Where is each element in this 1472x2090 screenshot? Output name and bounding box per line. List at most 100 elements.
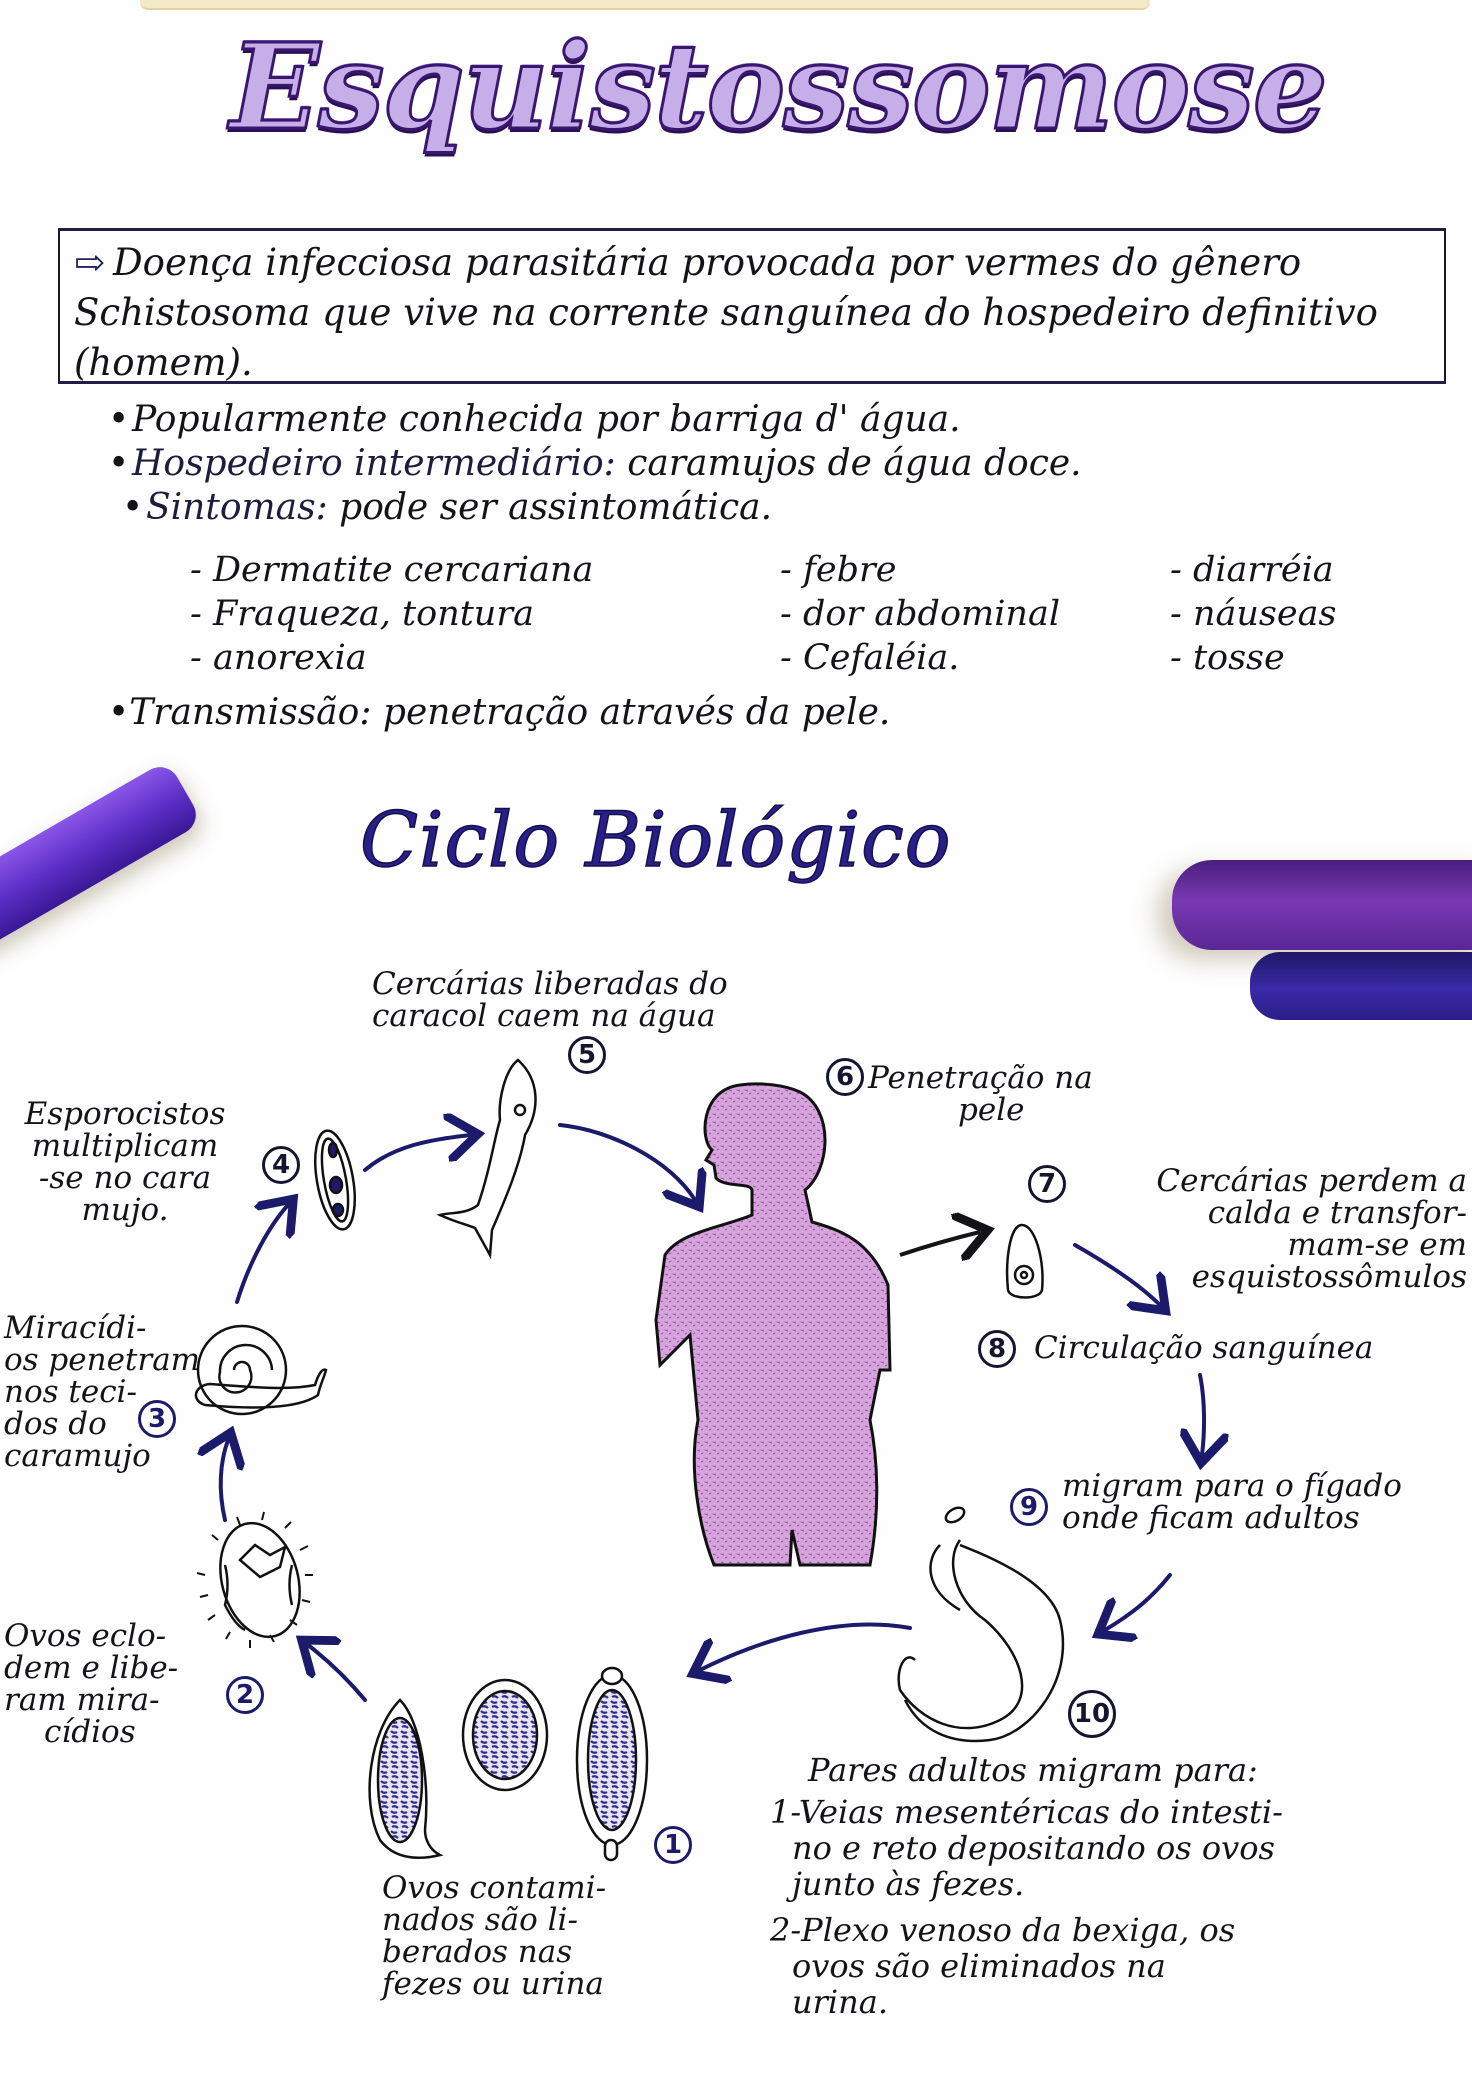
step-6-label: Penetração na pele: [868, 1062, 1093, 1126]
adult-worms-drawing: [897, 1506, 1065, 1743]
miracidium-cilia: [196, 1511, 313, 1648]
human-body-drawing: [654, 1082, 892, 1567]
fact-popular: •Popularmente conhecida por barriga d' á…: [108, 399, 961, 440]
label-line: pele: [958, 1092, 1025, 1128]
step-6-badge: 6: [826, 1058, 864, 1096]
label-line: fezes ou urina: [382, 1966, 604, 2002]
page-title: Esquistossomose: [229, 17, 1330, 156]
arrow-2-to-3: [221, 1440, 228, 1522]
step-1-label: Ovos contami- nados são li- berados nas …: [382, 1872, 606, 2000]
symptom: - anorexia: [190, 638, 367, 678]
miracidium-drawing: [219, 1521, 301, 1639]
arrow-right-icon: ⇨: [74, 240, 106, 284]
facts-list: •Popularmente conhecida por barriga d' á…: [108, 398, 1408, 530]
label-line: caramujo: [4, 1438, 151, 1474]
arrow-5-to-6: [558, 1123, 695, 1200]
adults-line: 1-Veias mesentéricas do intesti-: [770, 1793, 1283, 1831]
symptom: - dor abdominal: [780, 594, 1061, 634]
label-line: caracol caem na água: [372, 998, 716, 1034]
adults-note: Pares adultos migram para: 1-Veias mesen…: [770, 1752, 1283, 2020]
label-line: Ovos contami-: [382, 1870, 607, 1906]
symptom: - febre: [780, 550, 897, 590]
label-line: Miracídi-: [4, 1310, 147, 1346]
label-line: dem e libe-: [4, 1650, 179, 1686]
label-line: Penetração na: [868, 1060, 1093, 1096]
symptom: - Dermatite cercariana: [190, 550, 594, 590]
arrow-9-to-10: [1105, 1573, 1172, 1630]
label-line: nos teci-: [4, 1374, 137, 1410]
adults-line: urina.: [792, 1983, 888, 2021]
label-line: os penetram: [4, 1342, 201, 1378]
label-line: esquistossômulos: [1191, 1259, 1467, 1295]
step-2-label: Ovos eclo- dem e libe- ram mira- cídios: [4, 1620, 178, 1748]
adults-heading: Pares adultos migram para:: [808, 1751, 1258, 1789]
label-line: mujo.: [81, 1192, 169, 1228]
symptom: - Cefaléia.: [780, 638, 960, 678]
adults-item-2: 2-Plexo venoso da bexiga, os ovos são el…: [770, 1912, 1283, 2020]
definition-box: ⇨Doença infecciosa parasitária provocada…: [58, 228, 1446, 384]
arrow-6-to-7: [899, 1232, 980, 1255]
transmission-key: Transmissão:: [129, 692, 372, 733]
step-1-badge: 1: [654, 1826, 692, 1864]
step-7-label: Cercárias perdem a calda e transfor- mam…: [1082, 1165, 1467, 1293]
label-line: -se no cara: [38, 1160, 212, 1196]
purple-pen-right: [1172, 860, 1472, 950]
label-line: nados são li-: [382, 1902, 578, 1938]
label-line: multiplicam: [31, 1128, 219, 1164]
step-9-label: migram para o fígado onde ficam adultos: [1062, 1470, 1402, 1534]
label-line: Cercárias liberadas do: [372, 966, 728, 1002]
fact-text: Popularmente conhecida por barriga d' ág…: [132, 399, 961, 440]
snail-drawing: [194, 1324, 328, 1416]
transmission: •Transmissão: penetração através da pele…: [108, 692, 891, 733]
step-8-label: Circulação sanguínea: [1034, 1330, 1374, 1366]
symptoms-grid: - Dermatite cercariana - febre - diarréi…: [190, 548, 1420, 680]
step-10-badge: 10: [1068, 1690, 1116, 1738]
paper-edge: [140, 0, 1150, 10]
label-line: Ovos eclo-: [4, 1618, 167, 1654]
label-line: cídios: [44, 1714, 136, 1750]
blue-pen-right: [1250, 952, 1472, 1020]
definition-text: Doença infecciosa parasitária provocada …: [74, 241, 1378, 384]
step-8-badge: 8: [978, 1330, 1016, 1368]
fact-host: •Hospedeiro intermediário: caramujos de …: [108, 443, 1082, 484]
label-line: berados nas: [382, 1934, 573, 1970]
eggs-drawing: [368, 1666, 649, 1862]
fact-value: pode ser assintomática.: [339, 487, 773, 528]
fact-key: Hospedeiro intermediário:: [132, 443, 616, 484]
step-3-badge: 3: [138, 1400, 176, 1438]
symptom: - tosse: [1170, 638, 1285, 678]
label-line: migram para o fígado: [1062, 1468, 1402, 1504]
symptom: - Fraqueza, tontura: [190, 594, 534, 634]
transmission-value: penetração através da pele.: [382, 692, 891, 733]
step-3-label: Miracídi- os penetram nos teci- dos do c…: [4, 1312, 200, 1472]
label-line: onde ficam adultos: [1062, 1500, 1360, 1536]
sporocyst-drawing: [314, 1129, 356, 1231]
schistosomulum-drawing: [1005, 1223, 1044, 1299]
step-2-badge: 2: [226, 1676, 264, 1714]
step-5-label: Cercárias liberadas do caracol caem na á…: [372, 968, 728, 1032]
step-9-badge: 9: [1010, 1488, 1048, 1526]
step-4-label: Esporocistos multiplicam -se no cara muj…: [10, 1098, 240, 1226]
arrow-4-to-5: [363, 1135, 470, 1172]
arrow-7-to-8: [1073, 1243, 1160, 1305]
label-line: dos do: [4, 1406, 107, 1442]
step-4-badge: 4: [262, 1146, 300, 1184]
label-line: Cercárias perdem a: [1156, 1163, 1467, 1199]
adults-line: 2-Plexo venoso da bexiga, os: [770, 1911, 1236, 1949]
adults-line: no e reto depositando os ovos: [792, 1829, 1275, 1867]
label-line: ram mira-: [4, 1682, 160, 1718]
label-line: calda e transfor-: [1207, 1195, 1467, 1231]
arrow-1-to-2: [308, 1645, 367, 1702]
label-line: mam-se em: [1287, 1227, 1467, 1263]
fact-symptoms: •Sintomas: pode ser assintomática.: [122, 487, 773, 528]
cycle-title: Ciclo Biológico: [359, 794, 952, 885]
adults-item-1: 1-Veias mesentéricas do intesti- no e re…: [770, 1794, 1283, 1902]
arrow-3-to-4: [235, 1205, 288, 1304]
fact-key: Sintomas:: [146, 487, 328, 528]
symptom: - náuseas: [1170, 594, 1337, 634]
cercaria-drawing: [436, 1058, 537, 1260]
step-7-badge: 7: [1028, 1165, 1066, 1203]
adults-line: ovos são eliminados na: [792, 1947, 1166, 1985]
adults-line: junto às fezes.: [792, 1865, 1025, 1903]
